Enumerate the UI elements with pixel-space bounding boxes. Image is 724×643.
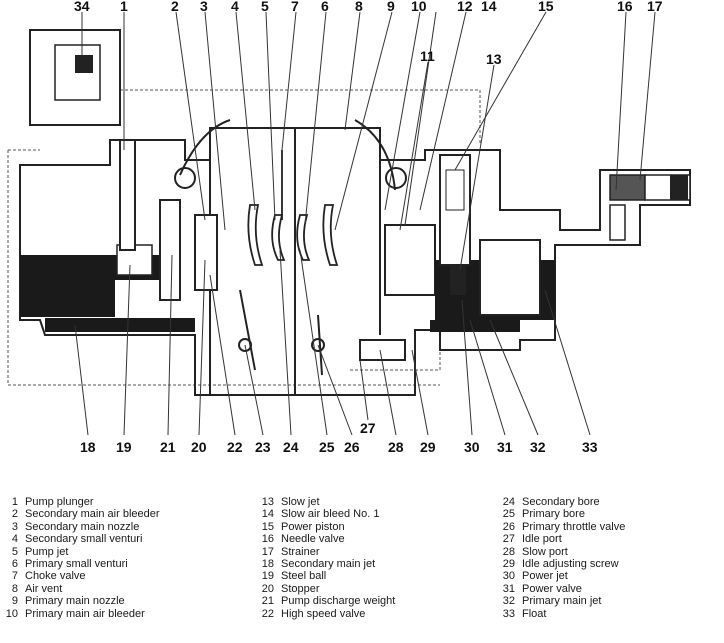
callout-5: 5 — [261, 0, 269, 14]
callout-18: 18 — [80, 439, 96, 455]
primary-float-bowl — [359, 154, 555, 361]
secondary-float-bowl — [20, 139, 218, 332]
callout-27: 27 — [360, 420, 376, 436]
needle-valve-assembly — [609, 174, 691, 241]
callout-23: 23 — [255, 439, 271, 455]
vent-box — [29, 29, 121, 126]
leader-lines — [74, 11, 656, 436]
callout-28: 28 — [388, 439, 404, 455]
callout-29: 29 — [420, 439, 436, 455]
venturis — [247, 150, 339, 266]
callout-1: 1 — [120, 0, 128, 14]
carburetor-diagram: 34 1 2 3 4 5 7 6 8 9 10 12 14 15 16 17 1… — [7, 0, 691, 455]
callout-33: 33 — [582, 439, 598, 455]
callout-19: 19 — [116, 439, 132, 455]
callout-20: 20 — [191, 439, 207, 455]
callout-10: 10 — [411, 0, 427, 14]
callout-12: 12 — [457, 0, 473, 14]
callout-9: 9 — [387, 0, 395, 14]
callout-34: 34 — [74, 0, 90, 14]
callout-15: 15 — [538, 0, 554, 14]
callout-30: 30 — [464, 439, 480, 455]
callout-16: 16 — [617, 0, 633, 14]
callout-11: 11 — [420, 48, 435, 64]
throttle-valves — [238, 289, 325, 376]
callout-3: 3 — [200, 0, 208, 14]
callout-14: 14 — [481, 0, 497, 14]
callout-24: 24 — [283, 439, 299, 455]
callout-22: 22 — [227, 439, 243, 455]
callout-labels: 34 1 2 3 4 5 7 6 8 9 10 12 14 15 16 17 1… — [74, 0, 663, 455]
callout-7: 7 — [291, 0, 299, 14]
callout-6: 6 — [321, 0, 329, 14]
callout-26: 26 — [344, 439, 360, 455]
callout-21: 21 — [160, 439, 176, 455]
callout-25: 25 — [319, 439, 335, 455]
choke-horns — [174, 119, 407, 191]
callout-4: 4 — [231, 0, 239, 14]
callout-8: 8 — [355, 0, 363, 14]
callout-13: 13 — [486, 51, 502, 67]
callout-32: 32 — [530, 439, 546, 455]
callout-31: 31 — [497, 439, 513, 455]
callout-17: 17 — [647, 0, 663, 14]
callout-2: 2 — [171, 0, 179, 14]
